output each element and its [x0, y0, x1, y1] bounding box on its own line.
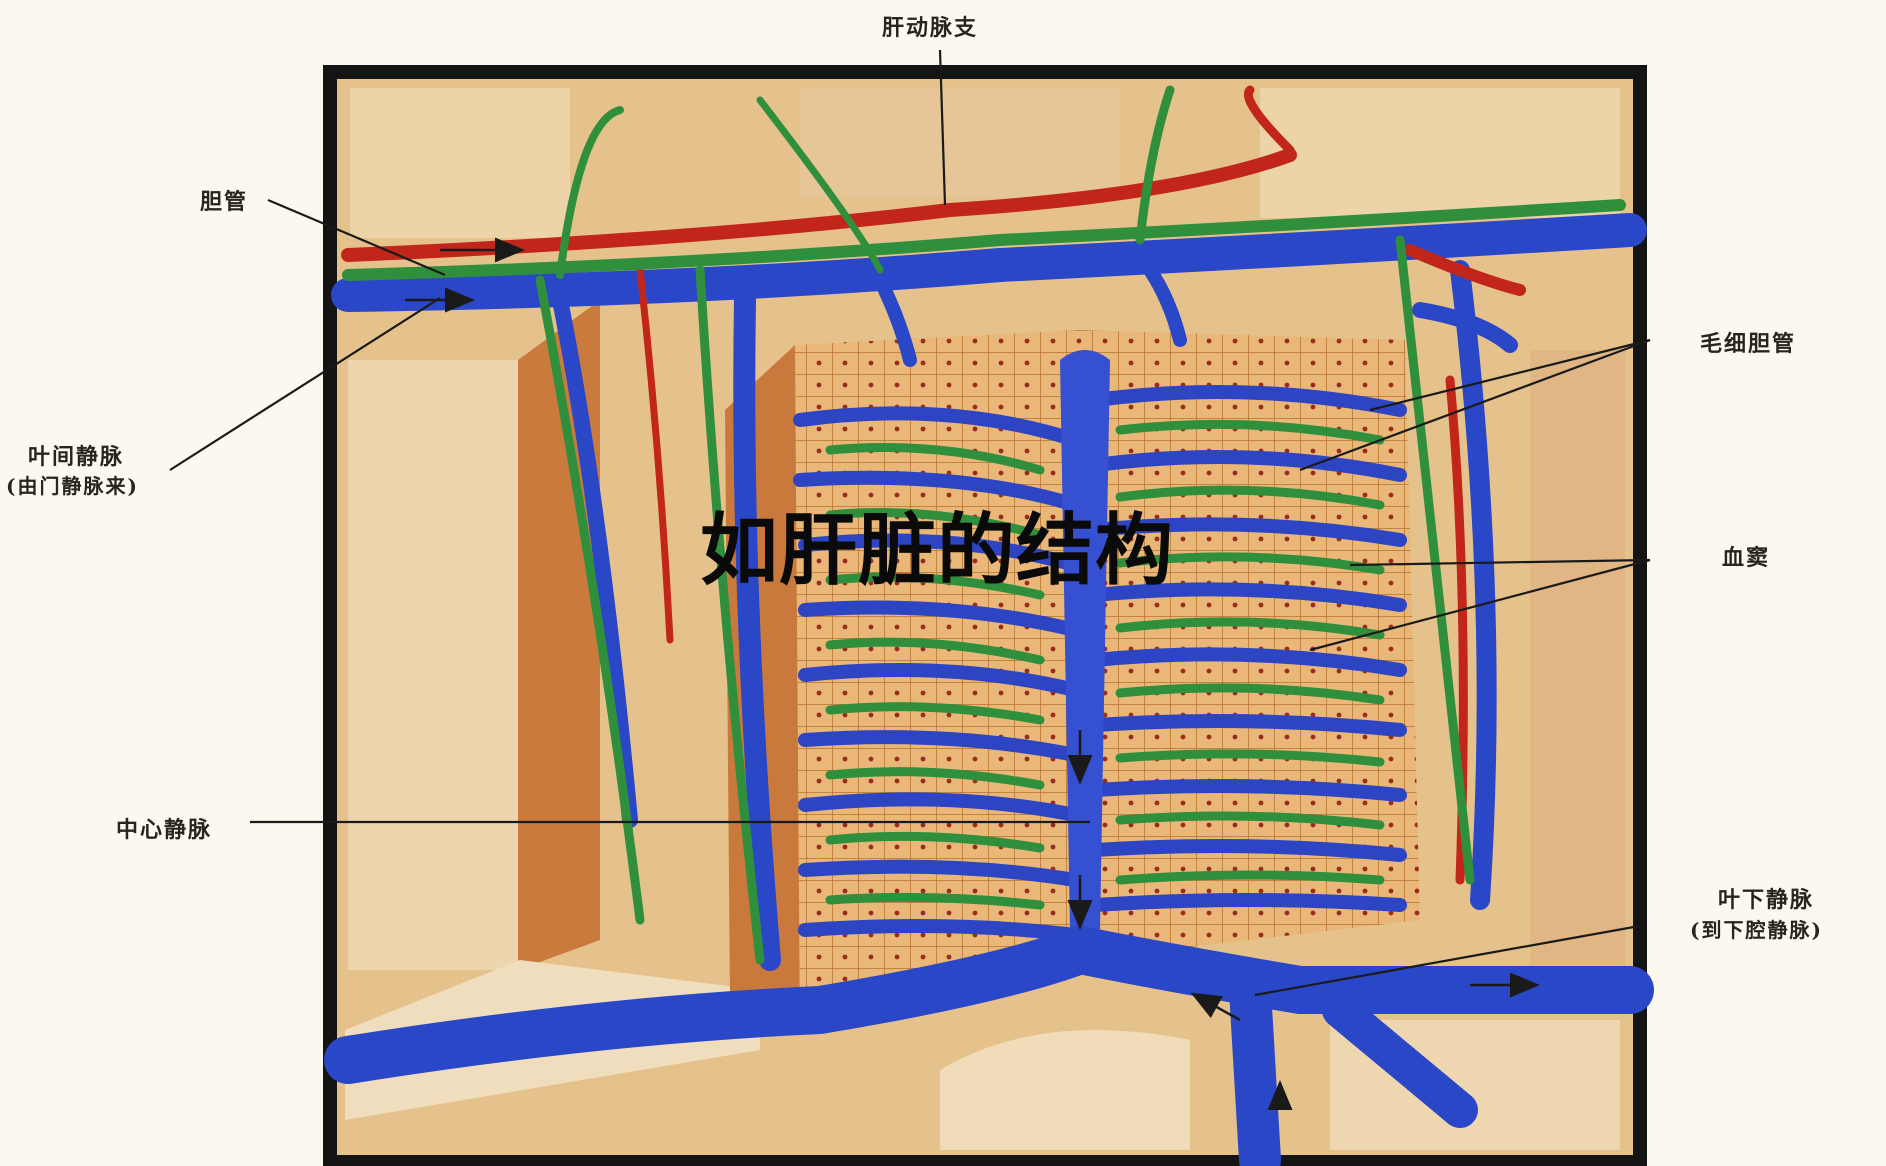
- bile-duct-label: 胆管: [200, 184, 248, 216]
- hepatic-artery-branch-label: 肝动脉支: [882, 10, 978, 42]
- page-title: 如肝脏的结构: [700, 488, 1174, 600]
- interlobular-vein-note: (由门静脉来): [6, 470, 139, 499]
- central-vein-label: 中心静脉: [116, 812, 212, 844]
- bile-canaliculi-label: 毛细胆管: [1700, 326, 1796, 358]
- sinusoid-label: 血窦: [1722, 540, 1770, 572]
- sublobular-vein-note: (到下腔静脉): [1690, 914, 1823, 943]
- sublobular-vein-label: 叶下静脉: [1718, 882, 1814, 914]
- interlobular-vein-label: 叶间静脉: [28, 439, 124, 471]
